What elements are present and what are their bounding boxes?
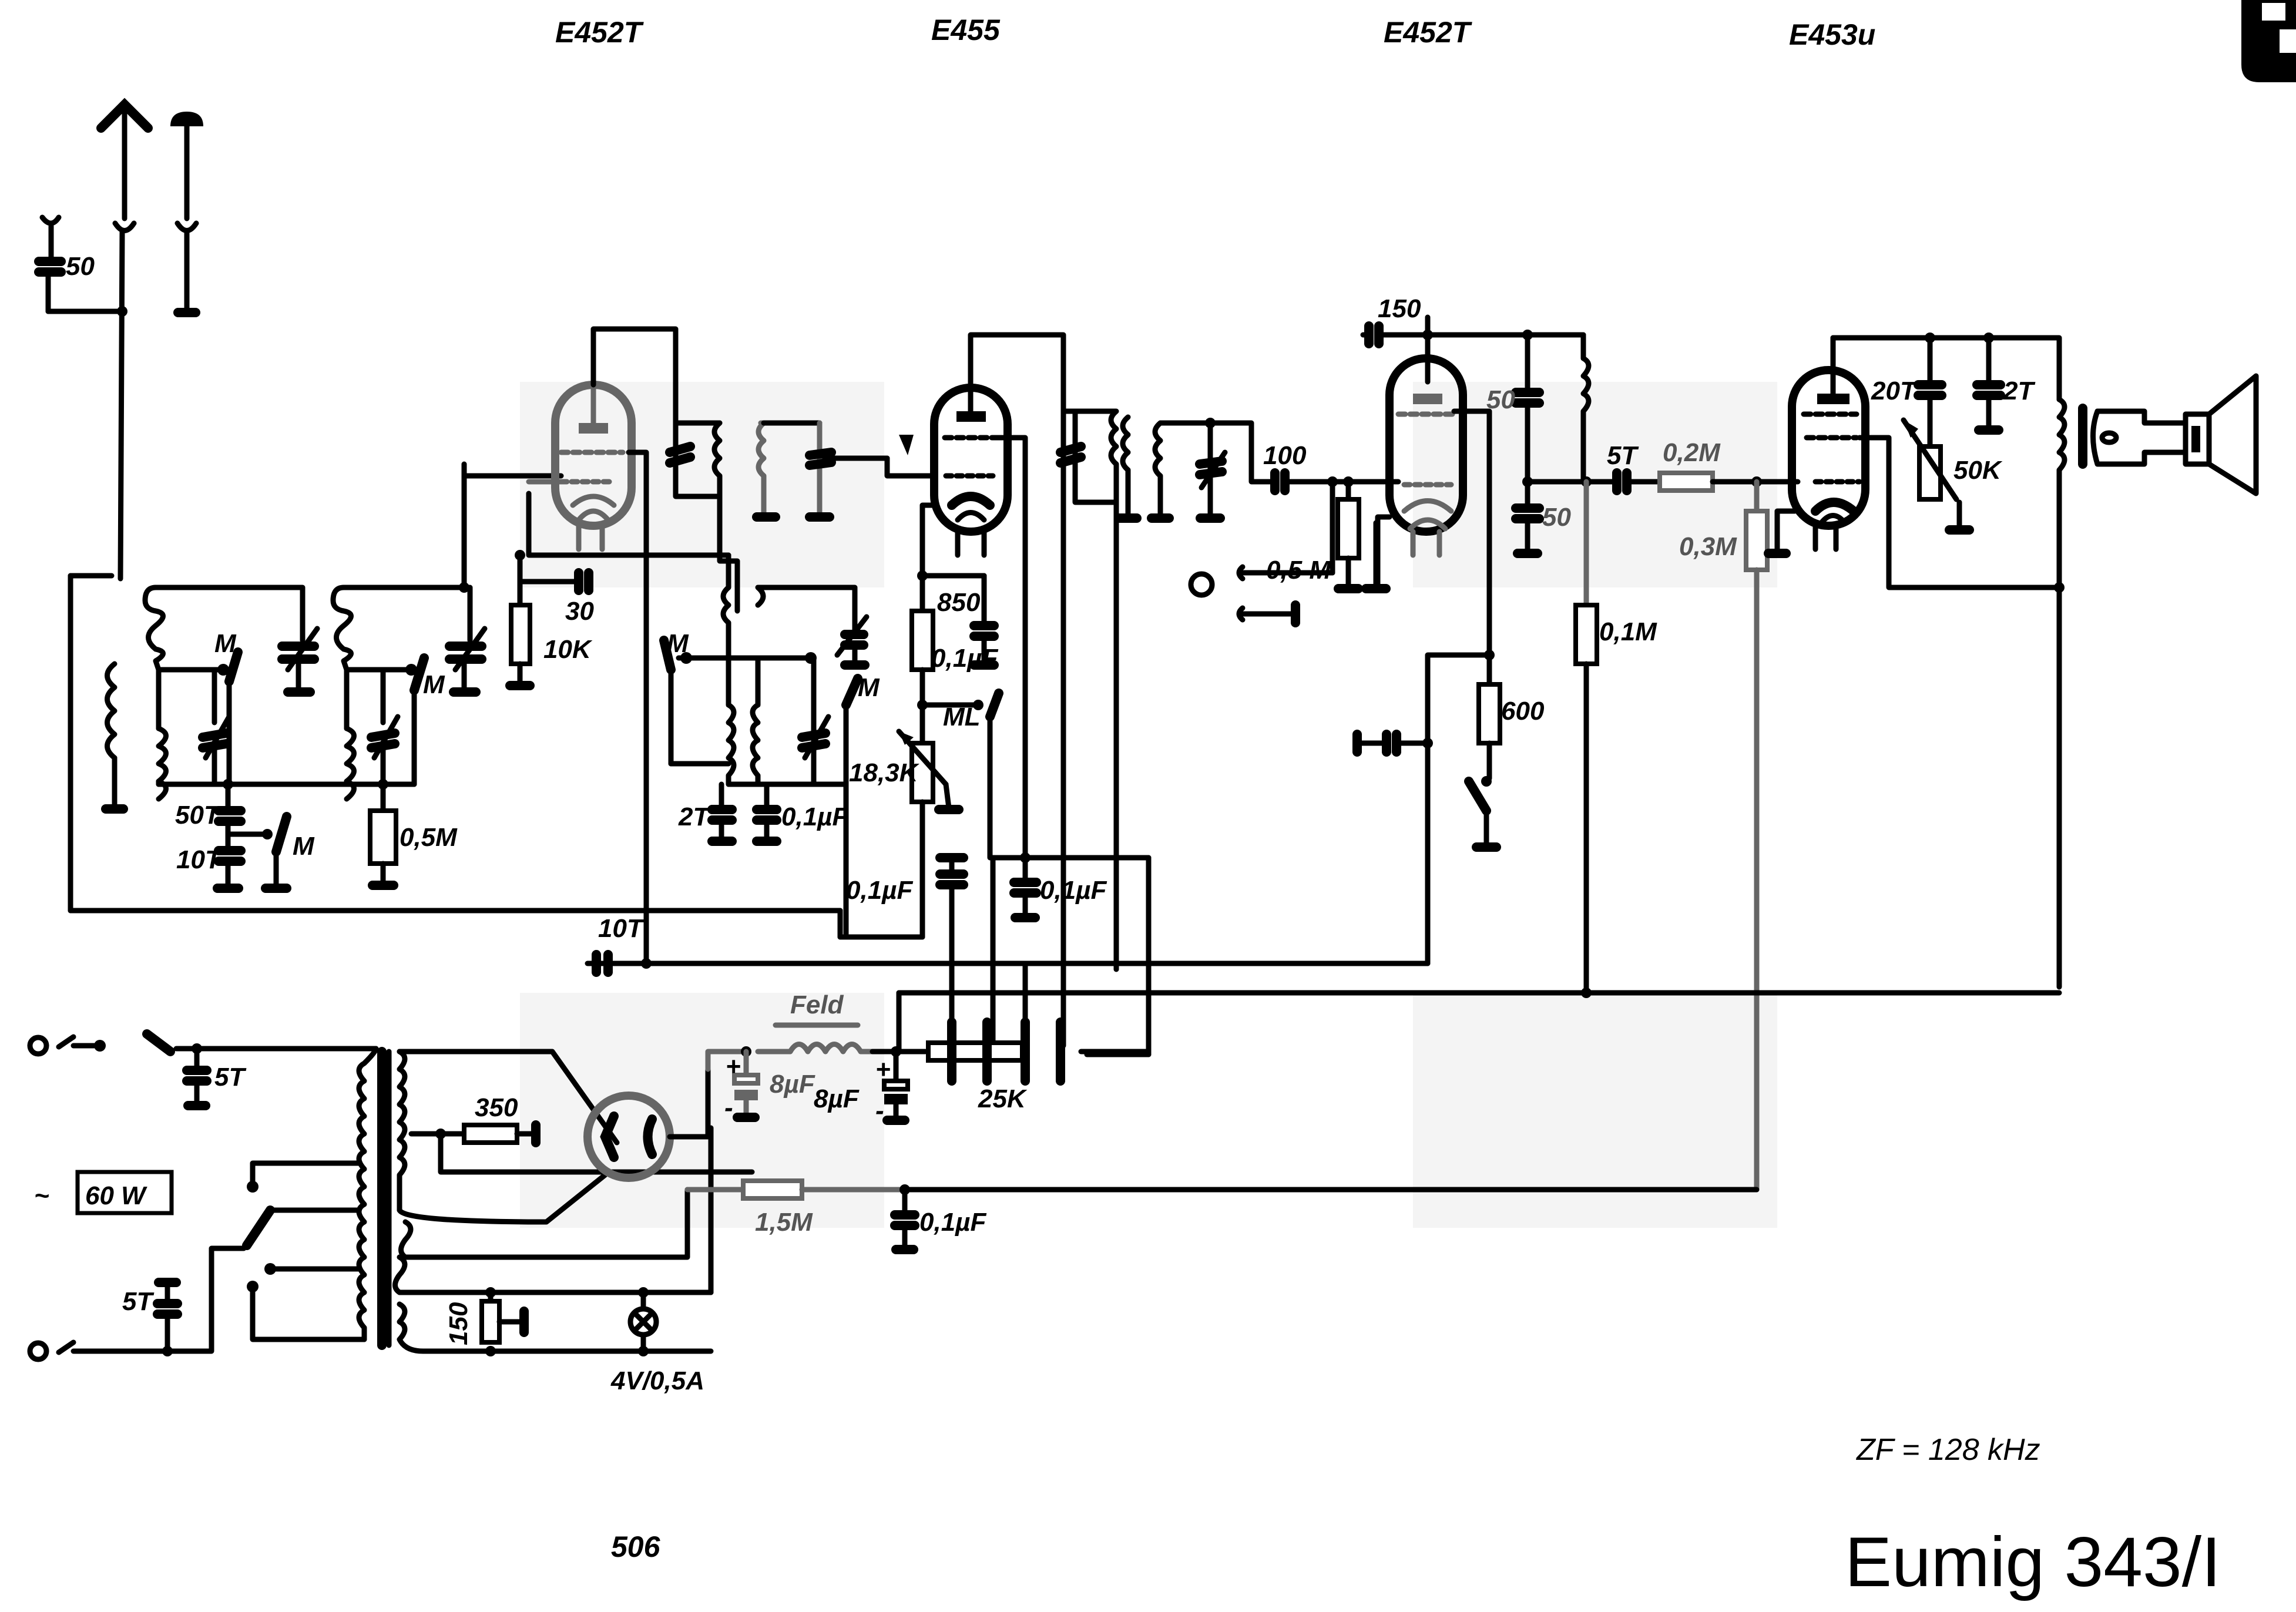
input-tuned-circuit-2	[303, 461, 564, 890]
tube-v1-e452t	[526, 326, 731, 966]
interstage-filter-1	[665, 382, 890, 614]
label-cap-10T-b: 10T	[598, 914, 645, 943]
label-cap-01uF-e: 0,1µF	[919, 1208, 987, 1237]
document-title: Eumig 343/I	[1845, 1523, 2221, 1601]
minus-sign-1: -	[724, 1093, 733, 1122]
label-pot-50K: 50K	[1953, 456, 2003, 485]
label-cap-5T: 5T	[1607, 441, 1639, 470]
label-cap-01uF-b: 0,1µF	[931, 644, 999, 673]
label-elko-1: 8µF	[770, 1070, 815, 1099]
heater-circuit	[479, 1287, 659, 1356]
label-mains-cap-bot: 5T	[122, 1287, 154, 1316]
label-r-02M: 0,2M	[1663, 438, 1721, 467]
power-rating-box: ~ 60 W	[34, 1170, 174, 1215]
label-field-coil: Feld	[790, 990, 844, 1019]
label-antenna-cap: 50	[66, 252, 95, 281]
mains-input	[27, 1029, 379, 1362]
label-switch-m-4: M	[667, 629, 689, 658]
label-cap-10T-a: 10T	[176, 845, 223, 874]
rectifier-tube	[583, 1066, 711, 1182]
label-r-850: 850	[937, 588, 981, 617]
page-number: 506	[611, 1530, 661, 1563]
tube-label-v1: E452T	[555, 16, 645, 49]
label-r-150: 150	[444, 1302, 473, 1345]
plus-sign-2: +	[875, 1055, 891, 1084]
series-caps-50T-10T	[213, 781, 291, 893]
cathode-network-v2	[837, 570, 1152, 940]
label-cap-20T: 20T	[1871, 377, 1918, 405]
output-stage	[1830, 333, 2188, 990]
label-switch-ML: ML	[943, 703, 981, 731]
label-elko-2: 8µF	[814, 1084, 860, 1113]
if-frequency-note: ZF = 128 kHz	[1855, 1433, 2040, 1467]
pickup-jack-icon	[1188, 571, 1215, 598]
detector-plate-network	[1360, 321, 1801, 1193]
label-cap-30: 30	[565, 597, 594, 626]
label-r-05M-b: 0,5 M	[1266, 556, 1331, 585]
coupling-30-10k	[505, 550, 593, 690]
label-cap-100: 100	[1263, 441, 1307, 470]
plus-sign-1: +	[726, 1052, 741, 1081]
ac-symbol: ~	[34, 1181, 49, 1210]
tube-label-v3: E452T	[1384, 16, 1473, 49]
r600-switch	[1352, 650, 1502, 966]
if-transformer-2	[1056, 408, 1275, 972]
label-r-350: 350	[475, 1093, 518, 1122]
label-r-25K: 25K	[978, 1084, 1028, 1113]
label-cap-50-top: 50	[1486, 385, 1515, 414]
tube-label-v4: E453u	[1789, 18, 1875, 51]
label-cap-01uF-a: 0,1µF	[781, 802, 849, 831]
label-r-01M: 0,1M	[1599, 617, 1657, 646]
label-switch-m-1: M	[214, 629, 237, 658]
power-transformer	[356, 1046, 755, 1354]
detector-input	[1188, 468, 1401, 627]
label-switch-m-3: M	[423, 670, 445, 699]
label-pilot-lamp: 4V/0,5A	[610, 1366, 704, 1395]
tube-v3-e452t	[1375, 314, 1492, 658]
label-r-600: 600	[1501, 697, 1545, 726]
label-cap-01uF-c: 0,1µF	[846, 876, 914, 905]
label-mains-cap-top: 5T	[214, 1063, 246, 1092]
label-cap-50T: 50T	[175, 801, 221, 829]
label-cap-50-bot: 50	[1542, 503, 1571, 532]
minus-sign-2: -	[875, 1096, 884, 1125]
label-r-15M: 1,5M	[755, 1208, 813, 1237]
label-power-rating: 60 W	[85, 1181, 147, 1210]
tube-v2-e455	[884, 332, 1066, 861]
label-r-03M: 0,3M	[1679, 532, 1737, 561]
label-cap-2T-b: 2T	[2003, 377, 2035, 405]
ground-terminal-icon	[170, 112, 203, 126]
tube-v4-e453u	[1764, 335, 2062, 590]
label-pot-18-3K: 18,3K	[849, 758, 920, 787]
label-cap-01uF-d: 0,1µF	[1040, 876, 1107, 905]
label-cap-2T-a: 2T	[678, 802, 710, 831]
tube-label-v2: E455	[931, 14, 1001, 46]
filter-section	[684, 1017, 1760, 1254]
publisher-logo	[2241, 0, 2296, 82]
label-r-05M-a: 0,5M	[400, 823, 458, 852]
loudspeaker-icon	[2183, 373, 2259, 496]
label-switch-m-2: M	[293, 832, 315, 861]
label-cap-150: 150	[1378, 294, 1421, 323]
input-tuned-circuit-1	[142, 585, 320, 802]
antenna-coil	[68, 573, 843, 914]
label-switch-m-5: M	[858, 673, 880, 702]
antenna-terminals	[34, 98, 203, 582]
label-r-10K: 10K	[543, 635, 593, 664]
oscillator-tuned-circuits	[659, 552, 870, 937]
